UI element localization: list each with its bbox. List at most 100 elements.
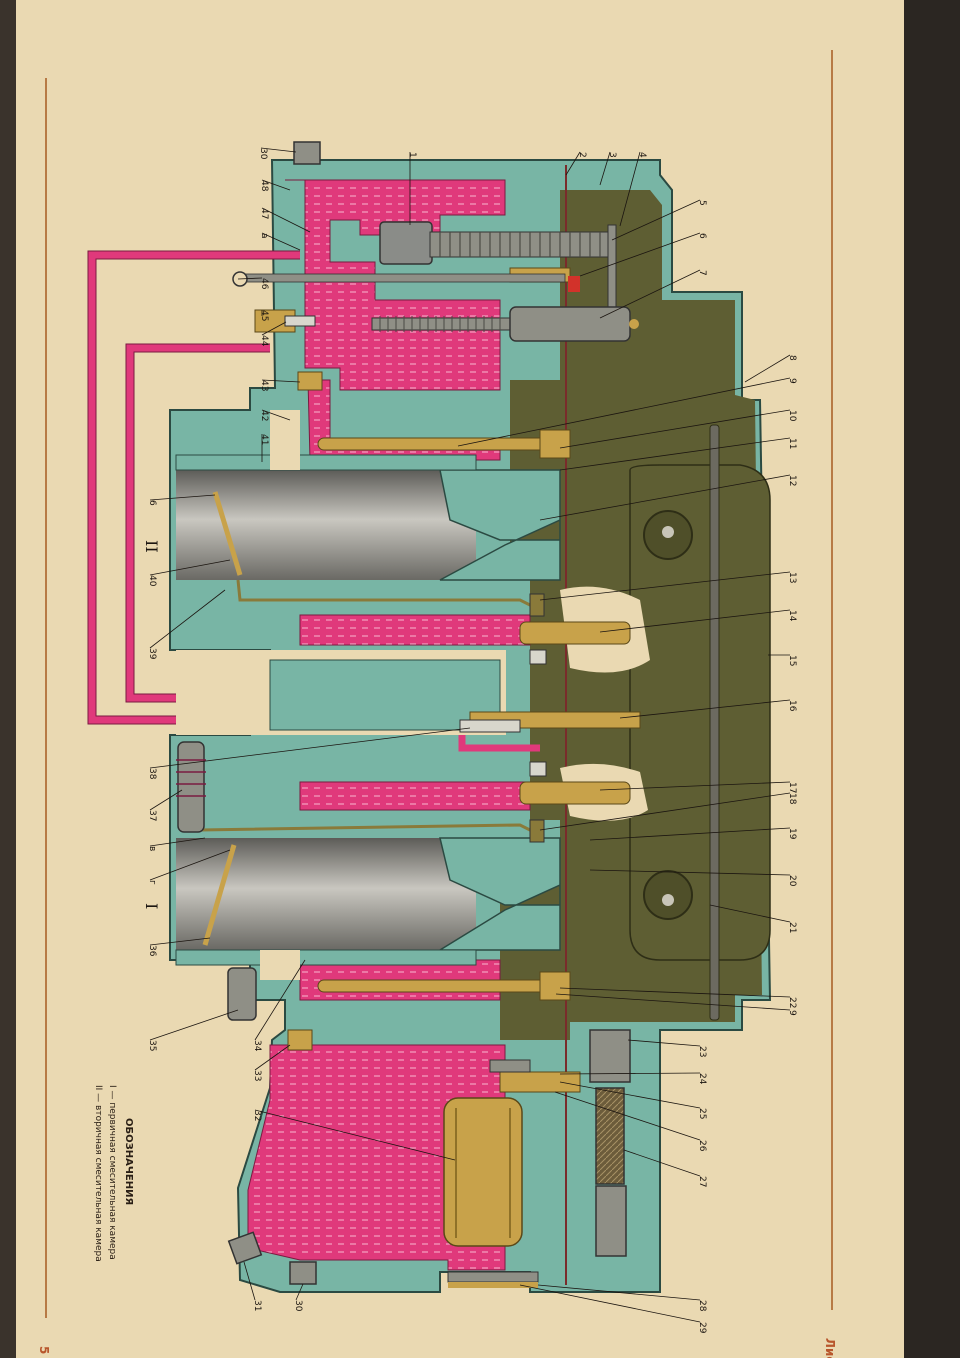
callout-leader-bottom-21	[559, 987, 791, 998]
fuel-channel-main-jet-1	[299, 781, 531, 811]
callout-label-bottom-23: 23	[697, 1046, 707, 1057]
jet-9-lower	[539, 971, 571, 1001]
fuel-channel-main-jet-2	[299, 614, 531, 646]
callout-leader-bottom-13	[599, 609, 791, 633]
callout-label-bottom-16: 17	[787, 782, 797, 793]
legend-item-1: I — первичная смесительная камера	[107, 1085, 117, 1260]
callout-label-top-5: 45	[259, 310, 269, 321]
sheet-label: Лист	[823, 1338, 837, 1358]
callout-label-top-8: 42	[259, 410, 269, 421]
legend: ОБОЗНАЧЕНИЯ I — первичная смесительная к…	[93, 1085, 134, 1262]
callout-leader-bottom-15	[619, 699, 791, 719]
callout-label-bottom-20: 21	[787, 922, 797, 933]
callout-leader-top-22	[243, 1261, 256, 1301]
callout-label-bottom-27: 27	[697, 1176, 707, 1187]
callout-leader-bottom-20	[709, 904, 791, 923]
callout-leader-bottom-8	[457, 377, 791, 447]
jet-10	[539, 429, 571, 459]
callout-leader-bottom-16	[599, 781, 791, 791]
callout-label-bottom-11: 12	[787, 475, 797, 486]
callout-label-top-13: 38	[147, 768, 157, 780]
legend-title: ОБОЗНАЧЕНИЯ	[123, 1118, 134, 1205]
emulsion-tube-22	[317, 979, 549, 993]
callout-leader-top-13	[149, 727, 471, 769]
callout-label-bottom-19: 20	[787, 875, 797, 887]
callout-label-top-15: в	[147, 846, 157, 851]
callout-leader-bottom-6	[599, 269, 701, 319]
callout-leader-top-3	[261, 232, 301, 251]
callout-leader-top-12	[149, 589, 226, 649]
drain-plug-29	[447, 1271, 539, 1283]
needle-valve-24	[489, 1059, 531, 1073]
callout-label-bottom-4: 5	[697, 200, 707, 206]
callout-label-top-7: 43	[259, 380, 269, 391]
callout-label-top-10: 6	[147, 500, 157, 506]
callout-leader-top-20	[254, 1044, 291, 1071]
gasket-28	[448, 1282, 538, 1288]
callout-label-bottom-21: 22	[787, 997, 797, 1008]
callout-label-top-6: 44	[259, 335, 269, 347]
callout-leader-top-8	[261, 409, 291, 421]
callout-leader-top-19	[254, 959, 306, 1041]
callout-leader-bottom-3	[619, 151, 641, 227]
callout-leader-bottom-29	[519, 1284, 701, 1323]
callout-label-top-3: а	[259, 233, 269, 239]
callout-leader-top-6	[261, 321, 287, 336]
callout-leader-bottom-17	[539, 792, 791, 831]
callout-leader-bottom-9	[559, 409, 791, 449]
bolt-31	[227, 1231, 263, 1265]
screw-17	[519, 781, 631, 805]
callout-label-top-14: 37	[147, 810, 157, 821]
callout-leader-bottom-28	[537, 1284, 701, 1301]
callout-leader-top-21	[254, 1109, 456, 1161]
screw-37	[177, 741, 205, 833]
callout-leader-top-16	[149, 849, 231, 881]
throttle-plate-secondary	[212, 491, 243, 576]
secondary-mixing-chamber	[176, 470, 476, 580]
callout-label-bottom-25: 25	[697, 1108, 707, 1119]
callout-label-bottom-1: 2	[577, 152, 587, 158]
callout-label-top-2: 47	[259, 208, 269, 219]
callout-label-top-21: 32	[252, 1110, 262, 1121]
callout-leader-top-14	[149, 789, 183, 811]
callout-leader-bottom-26	[554, 1091, 701, 1141]
callout-label-bottom-6: 7	[697, 270, 707, 276]
throttle-rod	[709, 424, 720, 1021]
screw-14	[519, 621, 631, 645]
jet-44	[284, 315, 316, 327]
float-32	[443, 1097, 523, 1247]
screw-35	[227, 967, 257, 1021]
callout-leader-bottom-25	[559, 1081, 701, 1109]
callout-label-bottom-28: 28	[697, 1300, 707, 1312]
callout-label-top-12: 39	[147, 648, 157, 660]
callout-label-top-11: 40	[147, 575, 157, 587]
callout-leader-bottom-10	[559, 437, 791, 471]
callout-label-top-0: 30	[258, 148, 268, 160]
callout-leader-top-0	[260, 147, 297, 153]
callout-label-top-16: г	[147, 880, 157, 885]
callout-leader-top-2	[261, 207, 311, 233]
callout-leader-top-7	[261, 379, 301, 383]
bore-gap-top	[270, 410, 300, 470]
primary-mixing-chamber	[176, 838, 476, 950]
paper-shadow-left	[0, 0, 16, 1358]
spring-7-coils	[379, 316, 501, 332]
callout-leader-bottom-22	[555, 993, 791, 1011]
compartment-15	[629, 464, 771, 961]
callout-leader-top-17	[149, 937, 211, 946]
callout-label-top-19: 34	[252, 1040, 262, 1052]
callout-leader-top-4	[237, 277, 263, 280]
fuel-filter-27	[595, 1087, 625, 1185]
callout-label-bottom-14: 15	[787, 655, 797, 666]
callout-label-top-17: 36	[147, 945, 157, 957]
primary-chamber-numeral: I	[142, 903, 161, 909]
callout-label-bottom-24: 24	[697, 1073, 707, 1085]
emulsion-tube-9-upper	[317, 437, 549, 451]
inlet-fitting-23	[589, 1029, 631, 1083]
callout-leader-bottom-11	[539, 474, 791, 521]
callout-leader-bottom-2	[599, 151, 611, 186]
callout-label-top-1: 48	[259, 180, 269, 192]
callout-leader-bottom-1	[565, 151, 581, 176]
